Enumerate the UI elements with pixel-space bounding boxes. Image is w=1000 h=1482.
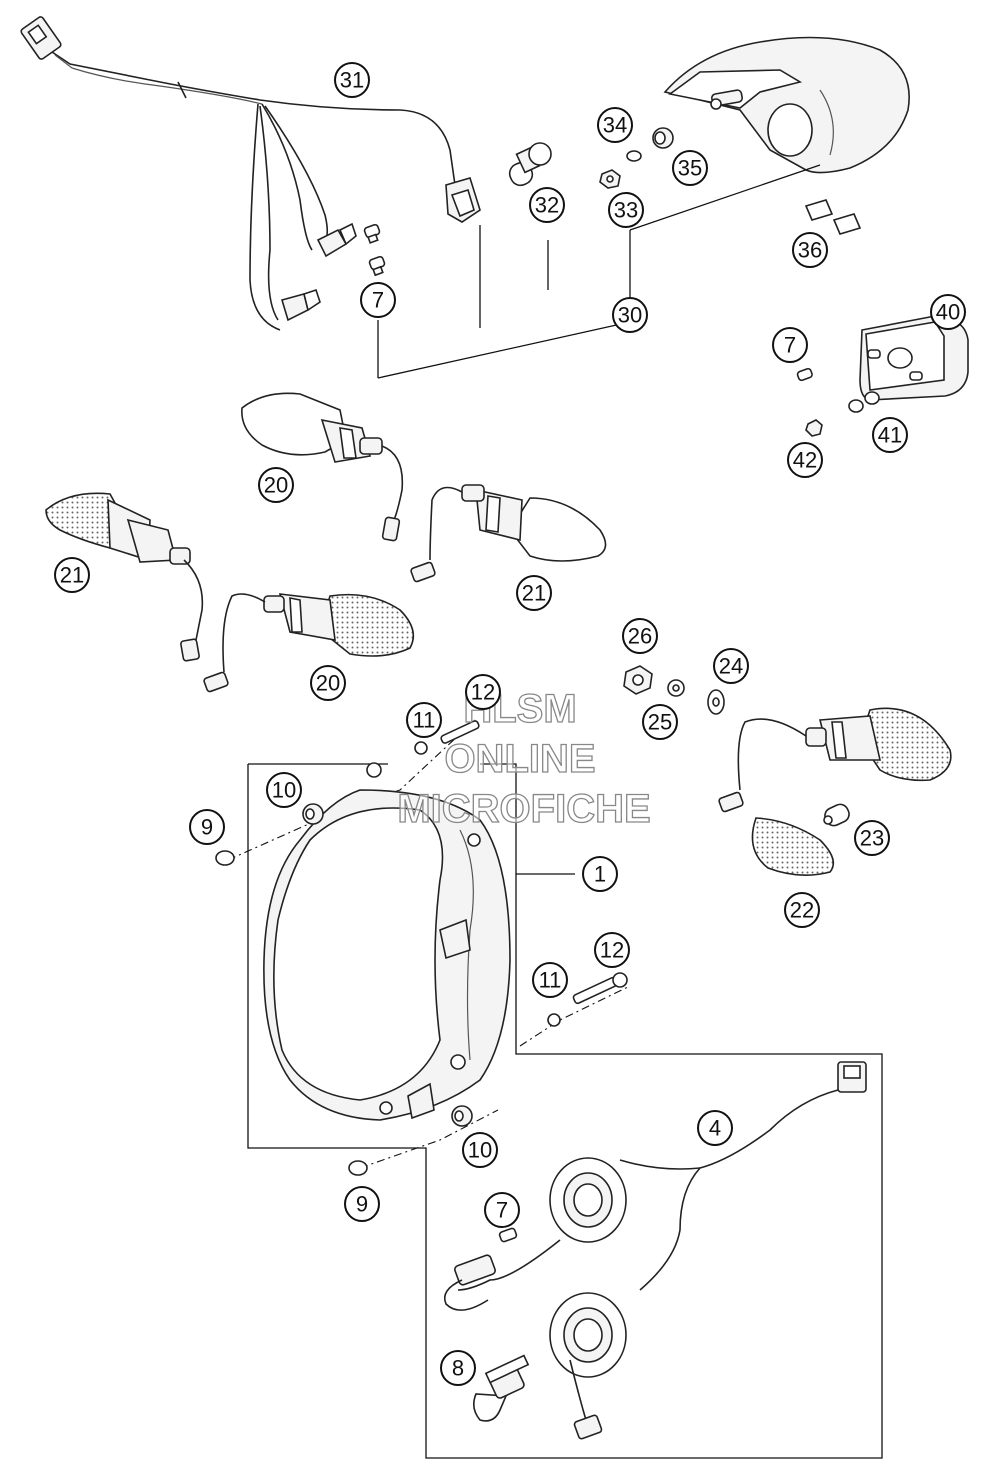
callout-33: 33 [608,192,644,228]
callout-41-label: 41 [878,423,902,448]
callout-41: 41 [872,417,908,453]
callout-24-label: 24 [719,654,743,679]
watermark-line-3: MICROFICHE [397,787,650,831]
headlight-fasteners [215,720,628,1176]
small-bulbs-rear [363,223,386,277]
turn-signal-clear-upper-right [410,484,607,583]
callout-11-lower: 11 [532,962,568,998]
callout-20-upper-label: 20 [264,473,288,498]
callout-22: 22 [784,892,820,928]
callout-11-upper-label: 11 [413,708,436,733]
tail-bulb [508,142,552,187]
callout-26-label: 26 [628,624,652,649]
turn-signal-amber-right [718,707,952,876]
callout-21-right-label: 21 [522,581,546,606]
callout-36: 36 [792,232,828,268]
callout-20-lower: 20 [310,665,346,701]
callout-40-label: 40 [936,300,960,325]
callout-36-label: 36 [798,238,822,263]
callout-10-lower: 10 [462,1132,498,1168]
callout-31: 31 [334,62,370,98]
turn-signal-amber-lower [203,593,415,693]
callout-12-upper-label: 12 [471,680,495,705]
headlight-housing [263,762,511,1121]
callout-31-label: 31 [340,68,364,93]
callout-24: 24 [713,648,749,684]
turn-signal-amber-left [45,492,204,662]
callout-32: 32 [529,187,565,223]
callout-11-upper: 11 [406,702,442,738]
callout-32-label: 32 [535,193,559,218]
callout-34: 34 [597,107,633,143]
callout-1-label: 1 [594,862,606,887]
adhesive-pads [804,199,862,235]
callout-9-upper: 9 [189,809,225,845]
callout-12-lower-label: 12 [600,938,624,963]
license-plate-light [859,315,969,401]
callout-30: 30 [612,297,648,333]
rear-wiring-harness [20,16,481,331]
callout-40: 40 [930,294,966,330]
signal-mount-hardware [623,665,725,715]
callout-12-lower: 12 [594,932,630,968]
callout-10-upper: 10 [266,772,302,808]
callout-42: 42 [787,442,823,478]
callout-22-label: 22 [790,898,814,923]
watermark: HLSM ONLINE MICROFICHE [397,686,652,831]
callout-20-upper: 20 [258,467,294,503]
callout-21-right: 21 [516,575,552,611]
tail-nut-washer-grommet [599,127,674,189]
callout-11-lower-label: 11 [539,968,562,993]
callout-7-headlight-label: 7 [496,1198,508,1223]
callout-23: 23 [854,820,890,856]
callout-4: 4 [697,1110,733,1146]
callout-7-headlight: 7 [484,1192,520,1228]
callout-25-label: 25 [648,710,672,735]
callout-9-lower: 9 [344,1186,380,1222]
callout-7-plate: 7 [772,327,808,363]
watermark-line-2: ONLINE [444,737,595,781]
callouts: 31 34 35 32 33 36 7 30 40 7 41 42 20 21 … [54,62,966,1386]
callout-25: 25 [642,704,678,740]
headlight-wiring-harness [457,1061,867,1440]
plate-light-hardware [796,367,880,437]
callout-30-label: 30 [618,303,642,328]
tail-light-housing [663,36,910,174]
callout-7-top: 7 [360,282,396,318]
callout-35-label: 35 [678,156,702,181]
callout-4-label: 4 [709,1116,721,1141]
callout-7-plate-label: 7 [784,333,796,358]
callout-33-label: 33 [614,198,638,223]
headlight-frame-leaders [227,719,883,1459]
callout-7-top-label: 7 [372,288,384,313]
callout-8: 8 [440,1350,476,1386]
callout-21-left-label: 21 [60,563,84,588]
headlight-bulbs [443,1227,530,1422]
turn-signal-clear-upper-left [241,392,404,542]
leaders-top [377,164,821,379]
callout-26: 26 [622,618,658,654]
callout-35: 35 [672,150,708,186]
callout-10-lower-label: 10 [468,1138,492,1163]
callout-10-upper-label: 10 [272,778,296,803]
callout-9-upper-label: 9 [201,815,213,840]
callout-23-label: 23 [860,826,884,851]
callout-8-label: 8 [452,1356,464,1381]
callout-20-lower-label: 20 [316,671,340,696]
callout-1: 1 [582,856,618,892]
callout-12-upper: 12 [465,674,501,710]
callout-21-left: 21 [54,557,90,593]
callout-42-label: 42 [793,448,817,473]
callout-9-lower-label: 9 [356,1192,368,1217]
callout-34-label: 34 [603,113,627,138]
